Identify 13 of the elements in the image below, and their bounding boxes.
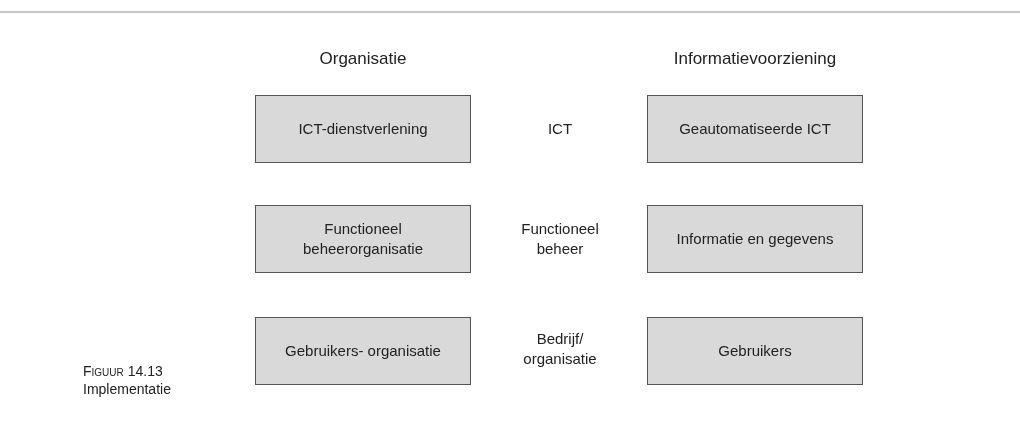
figure-number: Figuur 14.13	[83, 363, 163, 379]
process-box: Geautomatiseerde ICT	[647, 95, 863, 163]
column-heading: Organisatie	[318, 49, 408, 69]
figure-title: Implementatie	[83, 381, 171, 397]
row-label: Functioneel beheer	[520, 219, 600, 259]
process-box: Informatie en gegevens	[647, 205, 863, 273]
column-heading: Informatievoorziening	[672, 49, 838, 69]
row-label: Bedrijf/ organisatie	[522, 329, 598, 369]
process-box: Gebruikers- organisatie	[255, 317, 471, 385]
process-box: Functioneel beheerorganisatie	[255, 205, 471, 273]
row-label: ICT	[546, 119, 574, 139]
process-box: ICT-dienstverlening	[255, 95, 471, 163]
process-box: Gebruikers	[647, 317, 863, 385]
